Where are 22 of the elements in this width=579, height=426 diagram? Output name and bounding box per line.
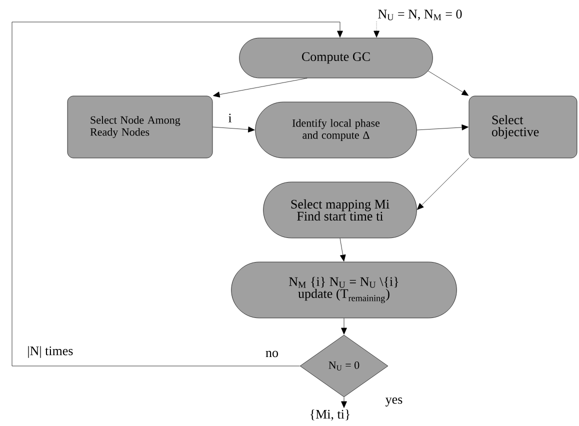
arrow <box>213 78 308 98</box>
edge-label: i <box>227 112 233 124</box>
arrow <box>341 397 347 408</box>
process-terminal: Identify local phase and compute Δ <box>255 102 417 158</box>
process-terminal: Select mapping Mi Find start time ti <box>263 182 417 238</box>
process-box: Select Node Among Ready Nodes <box>67 96 213 158</box>
process-terminal: Compute GC <box>239 38 433 78</box>
text-label: {Mi, ti} <box>310 409 350 420</box>
note-label: |N| times <box>28 346 73 358</box>
arrow <box>341 318 347 334</box>
arrow <box>212 126 255 132</box>
arrow <box>374 21 380 38</box>
arrow <box>428 70 469 96</box>
edge-label: yes <box>384 396 404 408</box>
arrow <box>340 238 346 262</box>
arrow <box>417 158 469 210</box>
process-terminal: N$_{M}$ {i} N$_{U}$ = N$_{U}$ \{i} $\text{update (T}_{\text{remaining}}\text{)}$ <box>231 262 457 318</box>
arrow <box>12 22 343 366</box>
edge-label: no <box>264 350 280 358</box>
text-label: N$_{U}$ = N, N$_{M}$ = 0 <box>378 10 462 20</box>
process-box: Select objective <box>468 96 578 158</box>
arrow <box>416 124 468 130</box>
